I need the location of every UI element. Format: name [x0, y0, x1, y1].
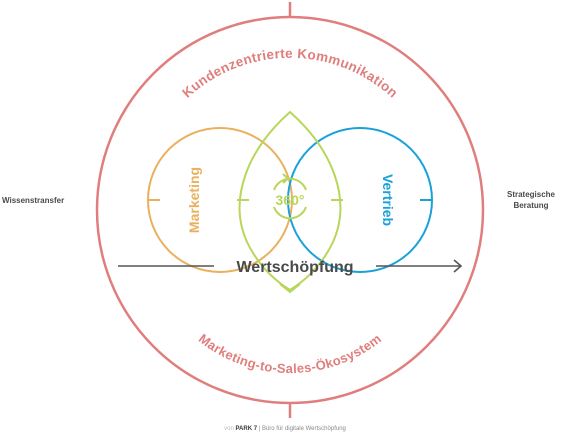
rotation-arrowhead-icon: [282, 173, 290, 184]
footer-brand: PARK 7: [235, 426, 258, 432]
value-arrowhead-icon: [453, 259, 463, 273]
value-arrow-label: Wertschöpfung: [236, 259, 353, 276]
footer-suffix: Büro für digitale Wertschöpfung: [261, 426, 346, 432]
right-side-label: Strategische Beratung: [496, 189, 566, 211]
marketing-circle: [147, 127, 293, 273]
vertrieb-circle: [287, 127, 433, 273]
rotation-arrow-icon: [273, 177, 307, 191]
footer: von PARK 7 | Büro für digitale Wertschöp…: [0, 426, 570, 432]
footer-prefix: von: [224, 426, 234, 432]
right-side-label-line1: Strategische: [506, 190, 556, 199]
outer-ring: [95, 15, 485, 405]
rotation-arrow-lower-icon: [273, 206, 307, 220]
footer-separator: |: [258, 426, 261, 432]
center-360-label: 360°: [276, 192, 305, 208]
vertrieb-label: Vertrieb: [380, 174, 396, 226]
left-side-label: Wissenstransfer: [2, 196, 65, 205]
outer-ring-bottom-text: Marketing-to-Sales-Ökosystem: [196, 331, 384, 376]
marketing-label: Marketing: [186, 167, 202, 233]
center-leaf: [238, 110, 342, 292]
right-side-label-line2: Beratung: [513, 201, 549, 210]
outer-ring-top-text: Kundenzentrierte Kommunikation: [179, 46, 400, 101]
center-leaf-bottom-chevron: [279, 283, 301, 294]
